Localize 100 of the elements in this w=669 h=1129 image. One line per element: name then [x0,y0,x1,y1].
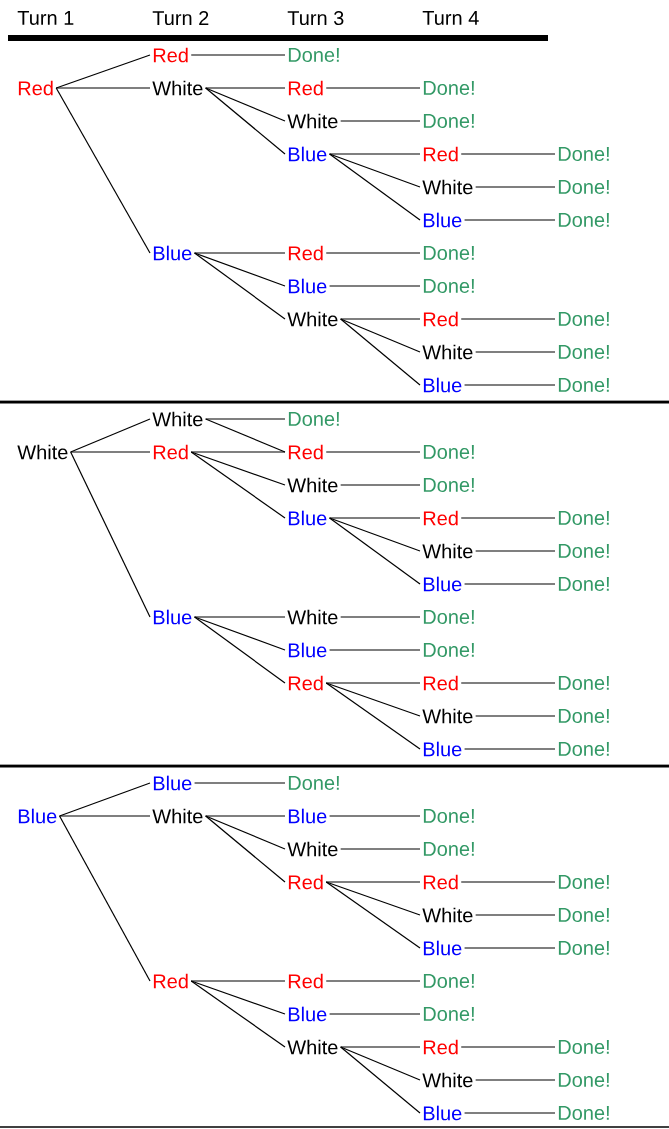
outcome-label: Done! [558,908,609,922]
outcome-label: Done! [558,147,609,161]
branch-line [463,947,556,949]
branch-line [325,881,421,883]
outcome-label: Done! [558,1040,609,1054]
branch-line [205,815,286,850]
choice-label: White [17,444,68,460]
branch-line [340,484,421,486]
choice-label: Red [423,146,458,162]
outcome-label: Done! [423,842,474,856]
outcome-label: Done! [288,776,339,790]
branch-line [328,517,421,519]
branch-line [70,451,151,618]
choice-label: Red [423,675,458,691]
choice-label: White [287,113,338,129]
choice-label: White [152,808,203,824]
choice-label: Red [18,80,53,96]
choice-label: Blue [153,775,192,791]
choice-label: Red [288,80,323,96]
branch-line [475,351,556,353]
branch-line [460,153,556,155]
branch-line [205,815,286,817]
branch-line [328,649,421,651]
branch-line [55,87,151,254]
choice-label: Blue [18,808,57,824]
branch-line [475,715,556,717]
branch-line [58,782,151,817]
outcome-label: Done! [558,1073,609,1087]
branch-line [463,748,556,750]
outcome-label: Done! [558,742,609,756]
choice-label: White [422,344,473,360]
choice-label: Blue [288,510,327,526]
branch-line [340,1046,421,1114]
outcome-label: Done! [288,48,339,62]
choice-label: Red [288,675,323,691]
outcome-label: Done! [423,114,474,128]
branch-line [328,153,421,155]
outcome-label: Done! [558,213,609,227]
branch-line [340,1046,421,1048]
choice-label: White [422,179,473,195]
choice-label: Red [153,444,188,460]
branch-line [193,616,286,684]
branch-line [475,1079,556,1081]
branch-line [460,517,556,519]
branch-line [340,318,421,386]
branch-line [205,418,286,420]
branch-line [475,550,556,552]
choice-label: Red [288,973,323,989]
branch-line [193,782,286,784]
branch-line [328,1013,421,1015]
branch-line [325,881,421,916]
branch-line [190,980,286,1048]
choice-label: Blue [423,377,462,393]
branch-line [328,153,421,221]
branch-line [193,616,286,651]
branch-line [340,848,421,850]
outcome-label: Done! [423,809,474,823]
choice-label: White [422,708,473,724]
branch-line [325,87,421,89]
column-heading: Turn 4 [422,11,479,25]
outcome-label: Done! [423,478,474,492]
branch-line [58,815,151,982]
branch-line [325,682,421,684]
choice-label: White [287,609,338,625]
outcome-label: Done! [558,875,609,889]
choice-label: Red [423,510,458,526]
branch-line [70,451,151,453]
branch-line [328,517,421,552]
branch-line [190,451,286,453]
branch-line [475,914,556,916]
branch-line [463,219,556,221]
choice-label: Red [288,874,323,890]
branch-line [460,881,556,883]
branch-line [325,451,421,453]
branch-line [205,815,286,883]
outcome-label: Done! [558,312,609,326]
choice-label: Blue [423,212,462,228]
branch-line [328,285,421,287]
outcome-label: Done! [423,1007,474,1021]
column-heading: Turn 3 [287,10,344,26]
outcome-label: Done! [423,279,474,293]
choice-label: Blue [288,642,327,658]
outcome-label: Done! [423,246,474,260]
branch-line [328,815,421,817]
choice-label: Red [423,311,458,327]
branch-line [340,616,421,618]
branch-line [463,1112,556,1114]
outcome-label: Done! [423,610,474,624]
branch-line [205,87,286,89]
choice-label: White [422,1072,473,1088]
branch-line [205,87,286,155]
choice-label: White [287,477,338,493]
outcome-label: Done! [423,643,474,657]
choice-label: Blue [423,940,462,956]
choice-label: Red [153,47,188,63]
column-heading: Turn 1 [17,11,74,25]
choice-label: White [287,311,338,327]
outcome-label: Done! [423,445,474,459]
choice-label: Red [288,245,323,261]
branch-line [460,682,556,684]
